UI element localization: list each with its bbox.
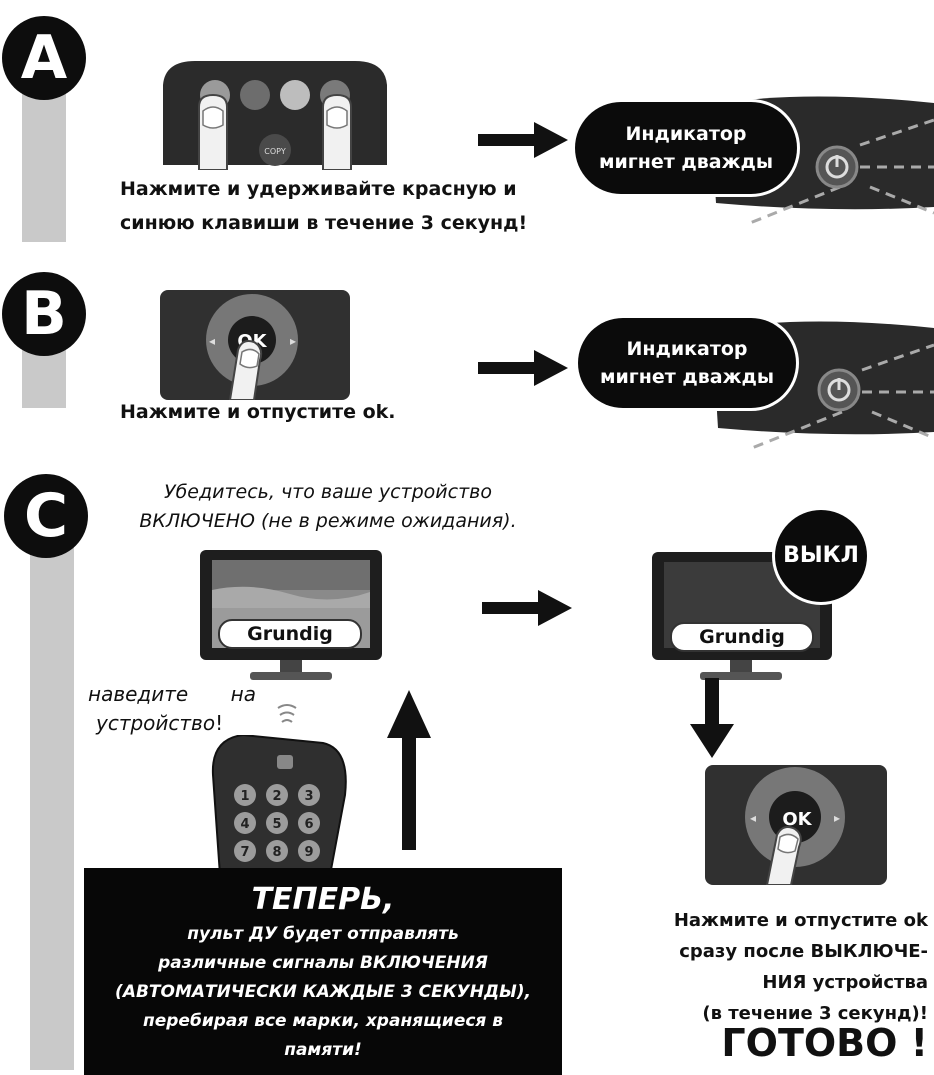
step-b-instruction: Нажмите и отпустите ok. — [120, 401, 396, 423]
remote-number-key — [234, 784, 256, 806]
point-line2: на — [230, 682, 256, 706]
final-line1: Нажмите и отпустите ok — [673, 910, 928, 931]
step-b-indicator-callout: Индикатор мигнет дважды — [578, 318, 796, 408]
step-b-indicator-line1: Индикатор — [626, 338, 748, 360]
step-c-sidebar — [30, 530, 74, 1070]
remote-number-key-label: 4 — [240, 817, 249, 832]
remote-number-key-label: 2 — [272, 789, 281, 804]
remote-number-key-label: 9 — [304, 845, 313, 860]
tv-on-illustration — [200, 550, 382, 680]
step-a-indicator-line2: мигнет дважды — [598, 151, 774, 173]
remote-number-key — [298, 812, 320, 834]
remote-number-key-label: 6 — [304, 817, 313, 832]
remote-ok-press-illustration: OK ◂ ▸ — [160, 290, 350, 400]
now-line2: различные сигналы ВКЛЮЧЕНИЯ — [158, 953, 488, 973]
remote-number-key-label: 1 — [240, 789, 249, 804]
step-a-instruction-line2: синюю клавиши в течение 3 секунд! — [120, 212, 528, 234]
final-instruction: Нажмите и отпустите ok сразу после ВЫКЛЮ… — [600, 905, 928, 1029]
svg-text:◂: ◂ — [209, 334, 215, 348]
step-a-instruction: Нажмите и удерживайте красную и синюю кл… — [120, 172, 580, 240]
step-a-badge: A — [2, 16, 86, 100]
arrow-right-icon — [478, 350, 568, 386]
now-title: ТЕПЕРЬ, — [251, 882, 395, 917]
remote-control-illustration: 1 2 3 4 5 6 7 8 9 — [211, 735, 347, 875]
now-line1: пульт ДУ будет отправлять — [187, 924, 459, 944]
ok-button-label: OK — [782, 809, 812, 830]
point-at-device-text: наведите на устройство! — [88, 680, 268, 738]
step-c-note-line1: Убедитесь, что ваше устройство — [164, 481, 492, 503]
final-line2: сразу после ВЫКЛЮЧЕ- — [679, 941, 928, 962]
signal-waves-icon — [277, 704, 297, 723]
tv-brand-label-left: Grundig — [218, 619, 362, 649]
remote-number-key — [234, 840, 256, 862]
remote-number-key-label: 7 — [240, 845, 249, 860]
arrow-right-icon — [482, 590, 572, 626]
now-line3: (АВТОМАТИЧЕСКИ КАЖДЫЕ 3 СЕКУНДЫ), — [115, 982, 531, 1002]
copy-key-label: COPY — [264, 147, 286, 156]
point-bang: ! — [215, 711, 224, 735]
power-key — [277, 755, 293, 769]
step-a-indicator-line1: Индикатор — [625, 123, 747, 145]
svg-text:◂: ◂ — [750, 811, 756, 825]
remote-number-key — [266, 784, 288, 806]
remote-number-key — [298, 784, 320, 806]
remote-number-key-label: 5 — [272, 817, 281, 832]
step-a-indicator-callout: Индикатор мигнет дважды — [575, 102, 797, 194]
arrow-up-icon — [387, 690, 431, 850]
step-a-instruction-line1: Нажмите и удерживайте красную и — [120, 178, 517, 200]
arrow-down-icon — [690, 678, 734, 758]
now-line4: перебирая все марки, хранящиеся в — [142, 1011, 504, 1031]
final-line4: (в течение 3 секунд)! — [702, 1003, 928, 1024]
remote-number-key — [266, 812, 288, 834]
step-c-note: Убедитесь, что ваше устройство ВКЛЮЧЕНО … — [118, 478, 538, 536]
remote-ok-press-illustration: OK ◂ ▸ — [705, 765, 887, 885]
remote-number-key — [234, 812, 256, 834]
step-a-sidebar — [22, 72, 66, 242]
tv-brand-label-right: Grundig — [670, 622, 814, 652]
done-text: ГОТОВО ! — [721, 1021, 928, 1065]
remote-number-key-label: 3 — [304, 789, 313, 804]
svg-text:▸: ▸ — [834, 811, 840, 825]
now-info-box: ТЕПЕРЬ, пульт ДУ будет отправлять различ… — [84, 868, 562, 1075]
off-badge: ВЫКЛ — [775, 510, 867, 602]
step-c-note-line2: ВКЛЮЧЕНО (не в режиме ожидания). — [139, 510, 517, 532]
point-line1: наведите — [88, 682, 189, 706]
step-b-badge: B — [2, 272, 86, 356]
remote-number-key-label: 8 — [272, 845, 281, 860]
remote-number-key — [266, 840, 288, 862]
step-c-badge: C — [4, 474, 88, 558]
svg-text:▸: ▸ — [290, 334, 296, 348]
point-line3: устройство — [96, 711, 216, 735]
remote-red-blue-keys-illustration: COPY — [163, 61, 387, 170]
final-line3: НИЯ устройства — [762, 972, 928, 993]
arrow-right-icon — [478, 122, 568, 158]
now-line5: памяти! — [284, 1040, 362, 1060]
step-b-indicator-line2: мигнет дважды — [599, 366, 775, 388]
remote-number-key — [298, 840, 320, 862]
